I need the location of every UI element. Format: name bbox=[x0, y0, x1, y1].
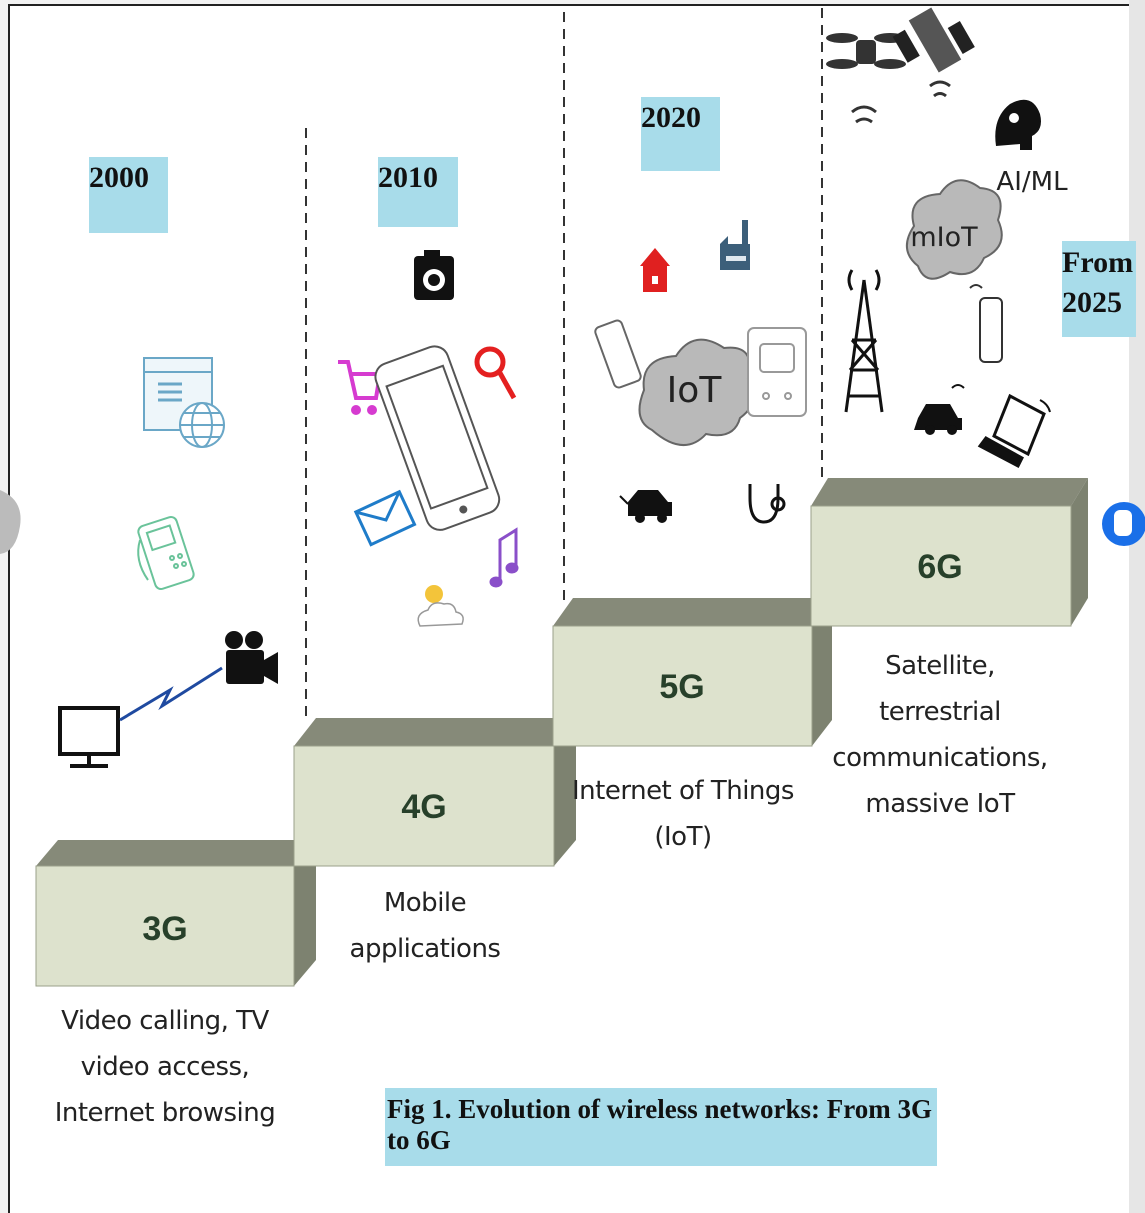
generation-description-4g: Mobile applications bbox=[349, 888, 501, 964]
smartphone-icon bbox=[374, 345, 501, 531]
year-label-2025: From 2025 bbox=[1062, 241, 1136, 337]
factory-icon bbox=[720, 220, 750, 270]
camera-icon bbox=[414, 250, 454, 300]
scroll-left-handle[interactable] bbox=[0, 490, 21, 554]
weather-sun-cloud-icon bbox=[417, 585, 464, 627]
year-label-2000: 2000 bbox=[89, 157, 168, 233]
chat-bubble-icon[interactable] bbox=[1102, 502, 1145, 546]
music-note-icon bbox=[489, 527, 519, 588]
drone-icon bbox=[826, 33, 906, 124]
step-block-6g: 6G bbox=[810, 478, 1088, 627]
video-phone-icon bbox=[137, 515, 195, 591]
figure-caption: Fig 1. Evolution of wireless networks: F… bbox=[387, 1094, 932, 1155]
generation-description-3g: Video calling, TV video access, Internet… bbox=[54, 1006, 276, 1128]
ai-brain-head-icon bbox=[995, 99, 1041, 150]
wireless-link-icon bbox=[119, 666, 223, 722]
generation-label-5g: 5G bbox=[659, 668, 704, 706]
generation-description-6g: Satellite, terrestrial communications, m… bbox=[832, 651, 1048, 819]
search-magnifier-icon bbox=[474, 346, 517, 400]
step-block-3g: 3G bbox=[35, 840, 316, 987]
year-label-2010: 2010 bbox=[378, 157, 458, 227]
iot-cloud-icon: IoT bbox=[638, 338, 756, 447]
generation-label-3g: 3G bbox=[142, 910, 187, 948]
tv-monitor-icon bbox=[58, 706, 120, 768]
stethoscope-icon bbox=[748, 484, 786, 524]
miot-cloud-label: mIoT bbox=[910, 222, 978, 253]
mail-envelope-icon bbox=[353, 489, 417, 547]
bus-icon bbox=[747, 327, 807, 417]
year-label-2020: 2020 bbox=[641, 97, 720, 171]
cell-tower-icon bbox=[844, 269, 884, 413]
ai-ml-label: AI/ML bbox=[996, 167, 1068, 197]
video-camera-icon bbox=[225, 631, 278, 684]
generation-description-5g: Internet of Things (IoT) bbox=[572, 776, 794, 852]
step-block-5g: 5G bbox=[552, 598, 832, 747]
step-block-4g: 4G bbox=[293, 718, 576, 867]
connected-car-icon bbox=[914, 384, 965, 435]
mobile-phone-icon bbox=[594, 319, 642, 389]
miot-cloud-icon: mIoT bbox=[906, 179, 1003, 280]
figure-caption-box: Fig 1. Evolution of wireless networks: F… bbox=[385, 1088, 937, 1166]
generation-label-4g: 4G bbox=[401, 788, 446, 826]
satellite-icon bbox=[892, 7, 975, 98]
iot-cloud-label: IoT bbox=[667, 370, 723, 411]
shopping-cart-icon bbox=[338, 360, 383, 415]
home-icon bbox=[640, 248, 670, 292]
laptop-icon bbox=[977, 393, 1051, 469]
electric-car-icon bbox=[619, 490, 672, 523]
web-browser-globe-icon bbox=[143, 357, 225, 448]
smartphone-6g-icon bbox=[969, 284, 1003, 363]
generation-label-6g: 6G bbox=[917, 548, 962, 586]
